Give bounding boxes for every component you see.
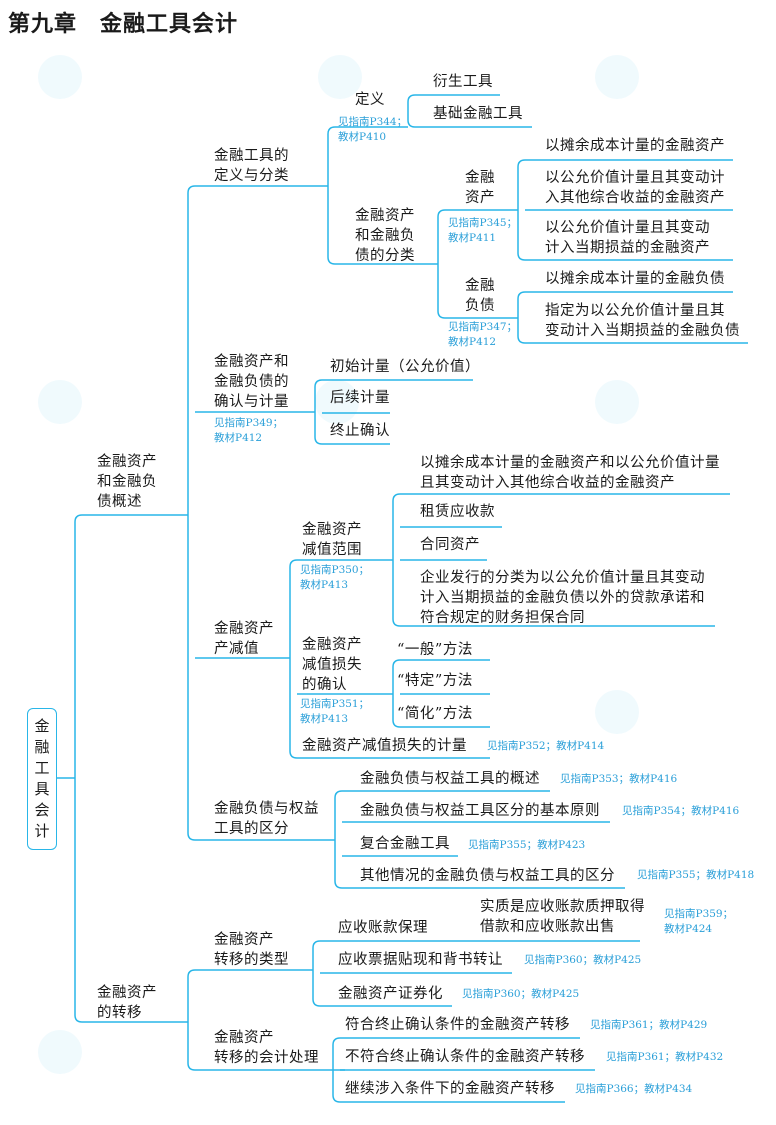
connector-line: [187, 969, 196, 1071]
node-m1: “一般”方法: [397, 642, 473, 658]
node-loss-measure: 金融资产减值损失的计量: [302, 738, 467, 754]
connector-line: [332, 1037, 341, 1103]
node-impairment: 金融资产 产减值: [214, 621, 274, 657]
root-label: 金融工具会计: [34, 717, 50, 840]
ref-ta3: 见指南P366；教材P434: [575, 1083, 693, 1095]
ref-d4: 见指南P355；教材P418: [637, 869, 755, 881]
ref-financial-liabilities: 见指南P347； 教材P412: [448, 321, 518, 348]
ref-tt2: 见指南P360；教材P425: [524, 954, 642, 966]
node-transfer: 金融资产 的转移: [97, 985, 157, 1021]
connector-line: [517, 291, 526, 344]
node-derivative: 衍生工具: [433, 74, 493, 90]
node-ta3: 继续涉入条件下的金融资产转移: [345, 1081, 555, 1097]
node-distinguish: 金融负债与权益 工具的区分: [214, 801, 319, 837]
watermark-logo-icon: [38, 55, 82, 99]
node-tt3: 金融资产证券化: [338, 986, 443, 1002]
node-m2: “特定”方法: [397, 673, 473, 689]
ref-d2: 见指南P354；教材P416: [622, 805, 740, 817]
connector-line: [334, 790, 343, 889]
node-tt2: 应收票据贴现和背书转让: [338, 952, 503, 968]
node-fl1: 以摊余成本计量的金融负债: [545, 271, 725, 287]
node-basic: 基础金融工具: [433, 106, 523, 122]
ref-loss-recognition: 见指南P351； 教材P413: [300, 698, 370, 725]
ref-tt3: 见指南P360；教材P425: [462, 988, 580, 1000]
node-loss-recognition: 金融资产 减值损失 的确认: [302, 637, 362, 693]
node-ta2: 不符合终止确认条件的金融资产转移: [345, 1049, 585, 1065]
ref-ta2: 见指南P361；教材P432: [606, 1051, 724, 1063]
connector-line: [392, 493, 401, 627]
watermark-logo-icon: [38, 1030, 82, 1074]
node-financial-liabilities: 金融 负债: [465, 278, 495, 314]
node-d3: 复合金融工具: [360, 836, 450, 852]
node-initial: 初始计量（公允价值）: [330, 359, 480, 375]
connector-line: [517, 159, 526, 261]
watermark-logo-icon: [595, 690, 639, 734]
node-overview: 金融资产 和金融负 债概述: [97, 454, 157, 510]
node-s3: 合同资产: [420, 537, 480, 553]
ref-loss-measure: 见指南P352；教材P414: [487, 740, 605, 752]
ref-tt1: 见指南P359； 教材P424: [664, 908, 734, 935]
watermark-logo-icon: [38, 380, 82, 424]
connector-line: [312, 940, 321, 1007]
ref-d1: 见指南P353；教材P416: [560, 773, 678, 785]
page-title: 第九章 金融工具会计: [8, 12, 239, 37]
node-m3: “简化”方法: [397, 706, 473, 722]
node-d4: 其他情况的金融负债与权益工具的区分: [360, 868, 615, 884]
node-subsequent: 后续计量: [330, 390, 390, 406]
watermark-logo-icon: [318, 55, 362, 99]
node-ta1: 符合终止确认条件的金融资产转移: [345, 1017, 570, 1033]
node-d2: 金融负债与权益工具区分的基本原则: [360, 803, 600, 819]
node-s4: 企业发行的分类为以公允价值计量且其变动 计入当期损益的金融负债以外的贷款承诺和 …: [420, 570, 705, 626]
node-d1: 金融负债与权益工具的概述: [360, 771, 540, 787]
connector-line: [187, 185, 196, 841]
node-fa3: 以公允价值计量且其变动 计入当期损益的金融资产: [545, 220, 710, 256]
node-definition: 定义: [355, 92, 385, 108]
node-impairment-scope: 金融资产 减值范围: [302, 522, 362, 558]
node-fa1: 以摊余成本计量的金融资产: [545, 138, 725, 154]
node-recognition-measurement: 金融资产和 金融负债的 确认与计量: [214, 354, 289, 410]
node-tt1-note: 实质是应收账款质押取得 借款和应收账款出售: [480, 899, 645, 935]
ref-definition: 见指南P344； 教材P410: [338, 116, 408, 143]
ref-financial-assets: 见指南P345； 教材P411: [448, 217, 518, 244]
node-fl2: 指定为以公允价值计量且其 变动计入当期损益的金融负债: [545, 303, 740, 339]
node-financial-assets: 金融 资产: [465, 170, 495, 206]
ref-scope: 见指南P350； 教材P413: [300, 564, 370, 591]
connector-line: [407, 94, 416, 128]
node-fa2: 以公允价值计量且其变动计 入其他综合收益的金融资产: [545, 170, 725, 206]
ref-recognition: 见指南P349； 教材P412: [214, 417, 284, 444]
ref-ta1: 见指南P361；教材P429: [590, 1019, 708, 1031]
root-node: 金融工具会计: [27, 708, 57, 850]
node-transfer-types: 金融资产 转移的类型: [214, 932, 289, 968]
node-derecognition: 终止确认: [330, 423, 390, 439]
watermark-logo-icon: [595, 55, 639, 99]
connector-line: [74, 514, 83, 1023]
node-tt1: 应收账款保理: [338, 920, 428, 936]
node-s2: 租赁应收款: [420, 504, 495, 520]
connector-line: [392, 659, 401, 728]
node-transfer-accounting: 金融资产 转移的会计处理: [214, 1030, 319, 1066]
connector-line: [314, 379, 323, 445]
node-s1: 以摊余成本计量的金融资产和以公允价值计量 且其变动计入其他综合收益的金融资产: [420, 455, 720, 491]
node-definition-classification: 金融工具的 定义与分类: [214, 148, 289, 184]
connector-line: [437, 209, 446, 319]
connector-line: [289, 559, 298, 759]
ref-d3: 见指南P355；教材P423: [468, 839, 586, 851]
connector-line: [327, 126, 336, 265]
node-classification: 金融资产 和金融负 债的分类: [355, 208, 415, 264]
watermark-logo-icon: [595, 380, 639, 424]
watermark-logo-icon: [315, 380, 359, 424]
